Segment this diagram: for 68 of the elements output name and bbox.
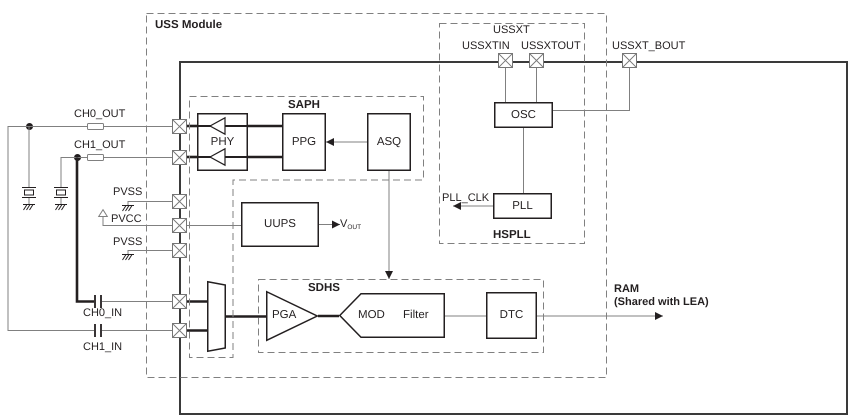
- block-label: OSC: [511, 108, 536, 122]
- arrow: [536, 312, 664, 320]
- signal-label: PLL_CLK: [442, 192, 490, 204]
- block-label: DTC: [500, 309, 524, 322]
- pin-label: USSXT_BOUT: [612, 40, 686, 53]
- connector-line: [102, 301, 172, 302]
- pin-label: CH1_IN: [83, 341, 122, 354]
- connector-line: [505, 68, 506, 102]
- connector-line: [102, 216, 172, 226]
- group-label: USSXT: [493, 24, 530, 37]
- function-block: [493, 193, 552, 219]
- arrow: [385, 170, 393, 280]
- connector-line: [318, 314, 339, 318]
- pin-label: CH1_OUT: [74, 139, 126, 152]
- connector-line: [60, 198, 62, 204]
- pin-label: PVSS: [113, 186, 142, 199]
- connector-line: [248, 124, 282, 128]
- block-label: UUPS: [264, 218, 296, 231]
- pin-label: PVCC: [111, 213, 142, 225]
- block-label: PLL: [512, 200, 533, 212]
- connector-line: [187, 329, 207, 332]
- connector-line: [104, 157, 172, 158]
- connector-line: [76, 157, 88, 158]
- block-label: MOD: [358, 309, 385, 322]
- connector-line: [128, 250, 172, 254]
- arrow: [326, 138, 368, 146]
- connector-line: [28, 126, 30, 188]
- signal-label: V$_{OUT}$: [340, 218, 362, 231]
- connector-line: [187, 156, 197, 158]
- connector-line: [102, 330, 172, 331]
- module-title: HSPLL: [493, 229, 531, 242]
- connector-line: [60, 157, 78, 188]
- block-label: PHY: [210, 136, 234, 148]
- function-block: [486, 292, 537, 339]
- pin-label: USSXTIN: [462, 40, 510, 53]
- connector-line: [187, 300, 207, 303]
- pin-label: PVSS: [113, 236, 142, 249]
- module-title: SDHS: [308, 282, 340, 295]
- destination-label: RAM (Shared with LEA): [614, 283, 709, 309]
- connector-line: [186, 225, 242, 226]
- arrow: [452, 202, 494, 210]
- block-label: PPG: [292, 136, 316, 148]
- module-title: SAPH: [288, 99, 320, 112]
- function-block: [197, 113, 248, 171]
- function-block: [282, 113, 326, 171]
- function-block: [367, 113, 411, 171]
- connector-line: [76, 158, 94, 303]
- connector-line: [128, 201, 172, 206]
- function-block: [241, 202, 319, 247]
- block-label: PGA: [272, 309, 296, 322]
- connector-line: [536, 68, 537, 102]
- function-block: [494, 102, 553, 128]
- module-title: USS Module: [155, 19, 222, 32]
- connector-line: [8, 126, 94, 331]
- pin-label: CH0_IN: [83, 307, 122, 320]
- block-label: Filter: [403, 309, 429, 322]
- pin-label: CH0_OUT: [74, 108, 126, 121]
- arrow: [318, 220, 340, 228]
- block-label: ASQ: [376, 136, 402, 148]
- pin-label: USSXTOUT: [521, 40, 581, 53]
- connector-line: [523, 128, 524, 194]
- connector-line: [104, 126, 172, 127]
- connector-line: [28, 126, 88, 127]
- connector-line: [226, 315, 266, 318]
- connector-line: [187, 124, 197, 128]
- connector-line: [248, 156, 282, 158]
- connector-line: [28, 198, 30, 204]
- connector-line: [552, 68, 630, 111]
